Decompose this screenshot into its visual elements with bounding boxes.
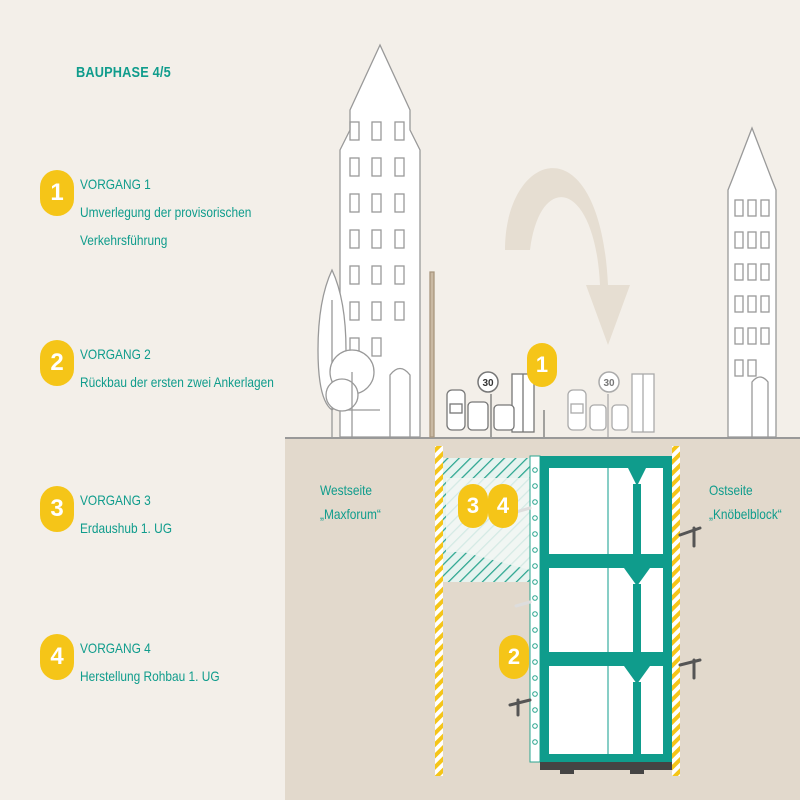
pile-wall bbox=[532, 467, 538, 745]
svg-text:30: 30 bbox=[482, 378, 494, 389]
svg-text:30: 30 bbox=[603, 378, 615, 389]
west-side-building: „Maxforum“ bbox=[320, 506, 381, 522]
step-4-badge: 4 bbox=[40, 634, 74, 680]
step-1-text: VORGANG 1 Umverlegung der provisorischen… bbox=[80, 170, 251, 254]
traffic-old-route bbox=[446, 373, 545, 437]
step-3-desc: Erdaushub 1. UG bbox=[80, 520, 172, 536]
step-2-badge: 2 bbox=[40, 340, 74, 386]
traffic-shift-arrow bbox=[505, 168, 630, 345]
step-2-desc: Rückbau der ersten zwei Ankerlagen bbox=[80, 374, 274, 390]
removed-anchors bbox=[514, 506, 532, 608]
east-side-name: Ostseite bbox=[709, 482, 753, 498]
building-shell bbox=[540, 456, 672, 774]
east-side-label: Ostseite „Knöbelblock“ bbox=[709, 478, 782, 526]
marker-1: 1 bbox=[527, 343, 557, 387]
marker-2: 2 bbox=[499, 635, 529, 679]
step-1-heading: VORGANG 1 bbox=[80, 176, 151, 192]
step-3-text: VORGANG 3 Erdaushub 1. UG bbox=[80, 486, 172, 542]
west-wall-strip bbox=[435, 446, 443, 776]
step-4-desc: Herstellung Rohbau 1. UG bbox=[80, 668, 220, 684]
step-3-badge: 3 bbox=[40, 486, 74, 532]
speed-sign-2: 30 bbox=[598, 371, 620, 393]
step-3-heading: VORGANG 3 bbox=[80, 492, 151, 508]
speed-sign-1: 30 bbox=[477, 371, 499, 393]
step-1-badge: 1 bbox=[40, 170, 74, 216]
marker-3: 3 bbox=[458, 484, 488, 528]
east-wall-strip bbox=[672, 446, 680, 776]
marker-4: 4 bbox=[488, 484, 518, 528]
house-west bbox=[339, 43, 421, 438]
west-side-label: Westseite „Maxforum“ bbox=[320, 478, 381, 526]
east-side-building: „Knöbelblock“ bbox=[709, 506, 782, 522]
page-title: BAUPHASE 4/5 bbox=[76, 64, 171, 81]
step-2-heading: VORGANG 2 bbox=[80, 346, 151, 362]
step-4-heading: VORGANG 4 bbox=[80, 640, 151, 656]
anchors-west bbox=[508, 698, 532, 717]
step-2-text: VORGANG 2 Rückbau der ersten zwei Ankerl… bbox=[80, 340, 274, 396]
traffic-new-route bbox=[567, 373, 655, 437]
trees-west bbox=[317, 268, 435, 438]
house-east bbox=[727, 126, 777, 438]
west-side-name: Westseite bbox=[320, 482, 373, 498]
step-1-desc-2: Verkehrsführung bbox=[80, 232, 168, 248]
step-1-desc: Umverlegung der provisorischen bbox=[80, 204, 252, 220]
step-4-text: VORGANG 4 Herstellung Rohbau 1. UG bbox=[80, 634, 220, 690]
anchors-east bbox=[678, 526, 702, 680]
